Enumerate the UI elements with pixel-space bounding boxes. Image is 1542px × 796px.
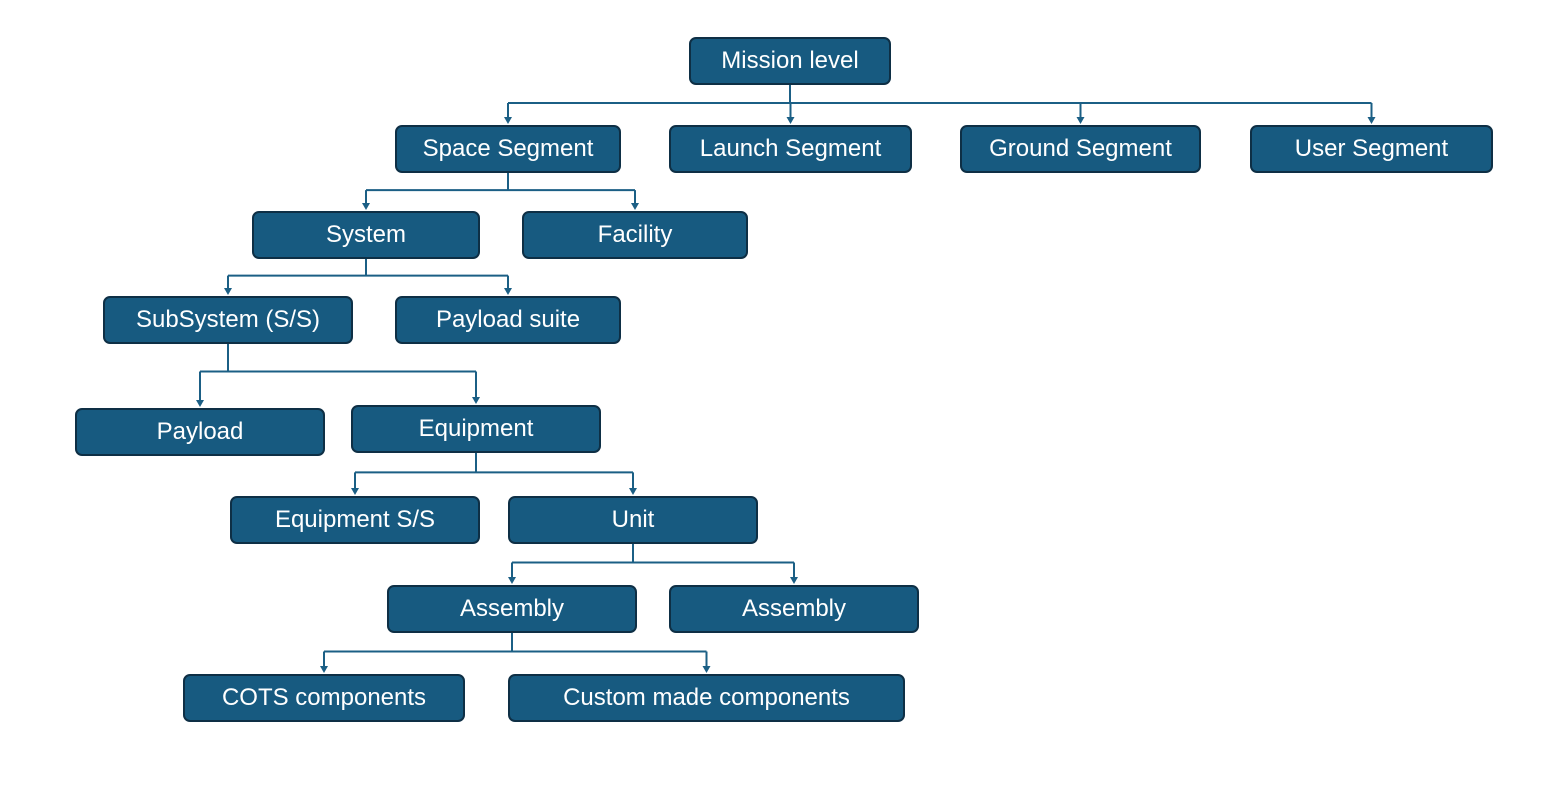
node-cots-components: COTS components: [183, 674, 465, 722]
node-equipment-ss: Equipment S/S: [230, 496, 480, 544]
arrowhead-assembly_1: [508, 577, 516, 584]
arrowhead-ground_segment: [1076, 117, 1085, 124]
arrowhead-cots_components: [320, 666, 328, 673]
node-facility: Facility: [522, 211, 748, 259]
node-assembly-2: Assembly: [669, 585, 919, 633]
connector-system: [227, 259, 509, 290]
arrowhead-space_segment: [504, 117, 512, 124]
arrowhead-equipment: [472, 397, 480, 404]
arrowhead-assembly_2: [790, 577, 798, 584]
node-mission-level: Mission level: [689, 37, 891, 85]
connector-subsystem: [199, 344, 477, 402]
connector-equipment: [354, 453, 634, 490]
node-launch-segment: Launch Segment: [669, 125, 912, 173]
arrowhead-payload_suite: [504, 288, 512, 295]
node-payload: Payload: [75, 408, 325, 456]
connector-assembly_1: [323, 633, 708, 668]
connector-unit: [511, 544, 795, 579]
node-payload-suite: Payload suite: [395, 296, 621, 344]
connector-mission_level: [507, 85, 1373, 119]
arrowhead-system: [362, 203, 370, 210]
arrowhead-launch_segment: [786, 117, 795, 124]
arrowhead-custom_components: [702, 666, 711, 673]
node-subsystem: SubSystem (S/S): [103, 296, 353, 344]
node-space-segment: Space Segment: [395, 125, 621, 173]
arrowhead-equipment_ss: [351, 488, 359, 495]
node-ground-segment: Ground Segment: [960, 125, 1201, 173]
node-unit: Unit: [508, 496, 758, 544]
arrowhead-user_segment: [1367, 117, 1376, 124]
connector-space_segment: [365, 173, 636, 205]
node-user-segment: User Segment: [1250, 125, 1493, 173]
arrowhead-unit: [629, 488, 637, 495]
arrowhead-subsystem: [224, 288, 232, 295]
node-system: System: [252, 211, 480, 259]
node-assembly-1: Assembly: [387, 585, 637, 633]
arrowhead-payload: [196, 400, 204, 407]
arrowhead-facility: [631, 203, 639, 210]
node-custom-made-components: Custom made components: [508, 674, 905, 722]
node-equipment: Equipment: [351, 405, 601, 453]
